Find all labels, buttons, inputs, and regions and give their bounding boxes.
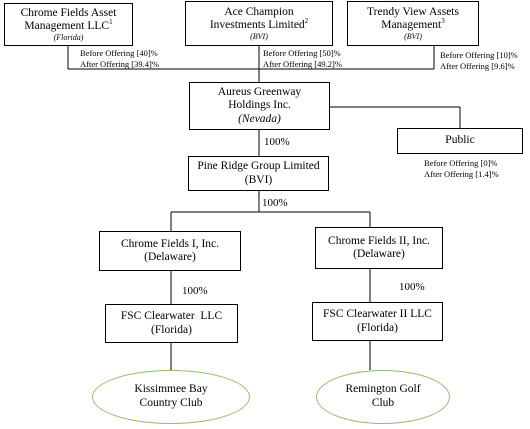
shareholder-offering-2: Before Offering [50]% After Offering [49… — [263, 48, 342, 69]
shareholder-name: Investments Limited — [209, 18, 305, 31]
fsc1-box: FSC Clearwater LLC (Florida) — [105, 304, 238, 343]
holdco-box-aureus-greenway: Aureus Greenway Holdings Inc. (Nevada) — [189, 82, 330, 130]
cf1-box: Chrome Fields I, Inc. (Delaware) — [99, 231, 241, 271]
pineridge-box: Pine Ridge Group Limited (BVI) — [188, 156, 329, 191]
fsc2-box: FSC Clearwater II LLC (Florida) — [312, 302, 443, 341]
ownership-pct-pineridge-subs: 100% — [262, 197, 288, 209]
public-offering: Before Offering [0]% After Offering [1.4… — [424, 158, 499, 179]
club-oval-kissimmee-bay: Kissimmee Bay Country Club — [92, 370, 250, 424]
shareholder-name: Management — [381, 18, 442, 31]
footnote-marker: 1 — [109, 18, 113, 27]
footnote-marker: 2 — [304, 17, 309, 26]
ownership-pct-cf2-fsc2: 100% — [399, 281, 425, 293]
ownership-pct-cf1-fsc1: 100% — [182, 285, 208, 297]
shareholder-box-trendy-view: Trendy View Assets Management3 (BVI) — [347, 1, 479, 46]
shareholder-name: Trendy View Assets — [367, 5, 459, 18]
shareholder-offering-3: Before Offering [10]% After Offering [9.… — [440, 50, 518, 71]
shareholder-jurisdiction: (BVI) — [250, 32, 268, 42]
holdco-jurisdiction: (Nevada) — [238, 112, 281, 125]
public-box: Public — [397, 128, 523, 154]
shareholder-name: Ace Champion — [224, 5, 294, 18]
shareholder-name: Management LLC — [24, 19, 110, 32]
ownership-pct-holdco-pineridge: 100% — [264, 136, 290, 148]
club-oval-remington-golf: Remington Golf Club — [316, 370, 450, 424]
cf2-box: Chrome Fields II, Inc. (Delaware) — [315, 227, 443, 269]
shareholder-box-ace-champion: Ace Champion Investments Limited2 (BVI) — [185, 1, 333, 46]
shareholder-offering-1: Before Offering [40]% After Offering [39… — [80, 48, 159, 69]
shareholder-jurisdiction: (Florida) — [53, 33, 84, 43]
shareholder-jurisdiction: (BVI) — [404, 32, 422, 42]
footnote-marker: 3 — [441, 17, 445, 26]
shareholder-name: Chrome Fields Asset — [20, 6, 117, 19]
shareholder-box-chrome-fields-asset: Chrome Fields Asset Management LLC1 (Flo… — [4, 3, 133, 46]
